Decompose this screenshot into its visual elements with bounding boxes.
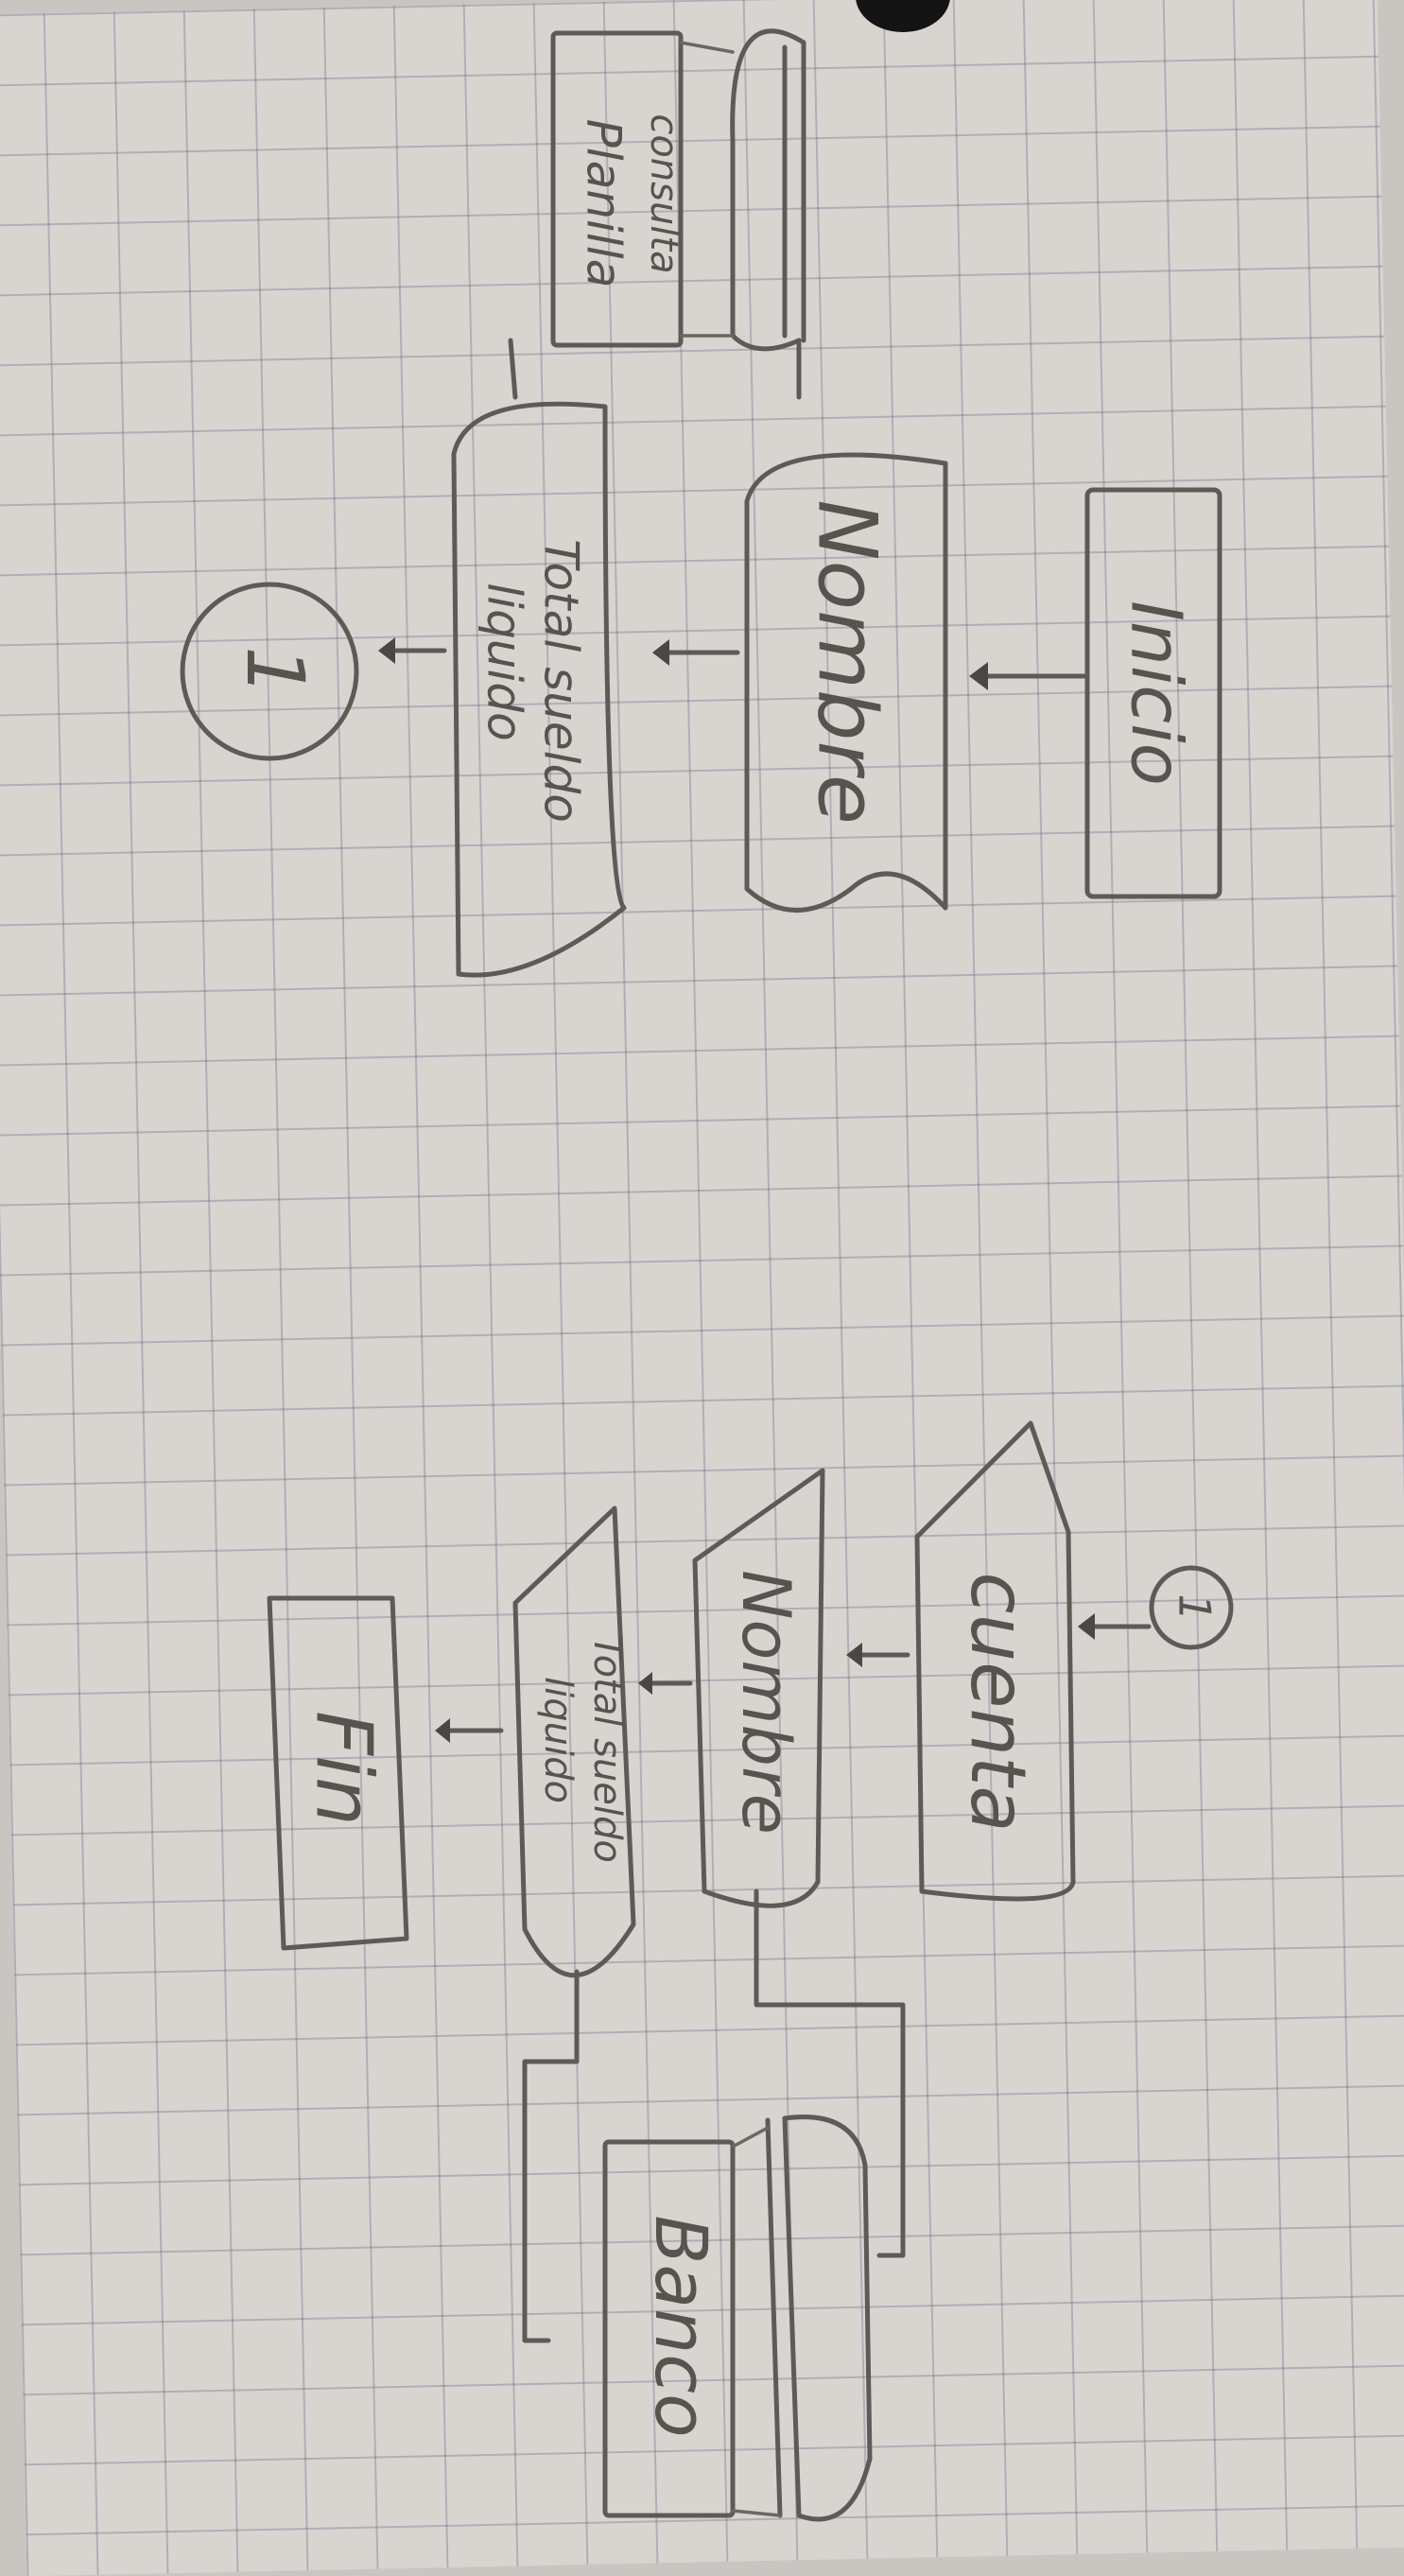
- output-total-left-line2: liquido: [477, 583, 532, 740]
- input-name-right-label: Nombre: [727, 1570, 805, 1835]
- database-planilla-line1: consulta: [642, 113, 685, 273]
- output-total-left-line1: Total sueldo: [534, 539, 589, 823]
- input-name-right: Nombre: [692, 1468, 825, 1908]
- input-account: cuenta: [914, 1420, 1076, 1902]
- output-total-left: Total sueldo liquido: [451, 401, 627, 978]
- start-label: Inicio: [1115, 600, 1196, 786]
- arrow-name-to-total: [652, 639, 740, 666]
- output-total-right-line2: liquido: [536, 1677, 580, 1803]
- arrow-name-to-total-right: [638, 1672, 693, 1695]
- input-name: Nombre: [744, 452, 948, 913]
- connector-right: 1: [1149, 1565, 1234, 1650]
- arrow-total-to-connector: [378, 637, 447, 664]
- start-terminal: Inicio: [1084, 487, 1222, 899]
- database-banco-label: Banco: [639, 2215, 723, 2437]
- end-label: Fin: [299, 1711, 389, 1826]
- connector-left: 1: [180, 582, 359, 761]
- input-name-label: Nombre: [800, 499, 894, 825]
- link-total-to-banco: [522, 1969, 580, 2343]
- connector-right-label: 1: [1170, 1593, 1221, 1621]
- output-total-right: Total sueldo liquido: [512, 1506, 636, 1978]
- arrow-connector-to-account: [1078, 1613, 1152, 1640]
- end-terminal: Fin: [267, 1595, 409, 1951]
- arrow-start-to-name: [969, 662, 1090, 690]
- input-account-label: cuenta: [954, 1573, 1042, 1833]
- output-total-right-line1: Total sueldo: [585, 1636, 629, 1863]
- connector-left-label: 1: [229, 646, 321, 696]
- link-name-to-banco: [754, 1888, 906, 2258]
- link-database-to-input: [508, 338, 802, 400]
- arrow-account-to-name: [846, 1643, 910, 1667]
- arrow-total-to-end: [435, 1718, 504, 1743]
- database-planilla-line2: Planilla: [577, 119, 632, 288]
- database-banco: Banco: [602, 2115, 873, 2522]
- database-planilla: consulta Planilla: [550, 28, 806, 352]
